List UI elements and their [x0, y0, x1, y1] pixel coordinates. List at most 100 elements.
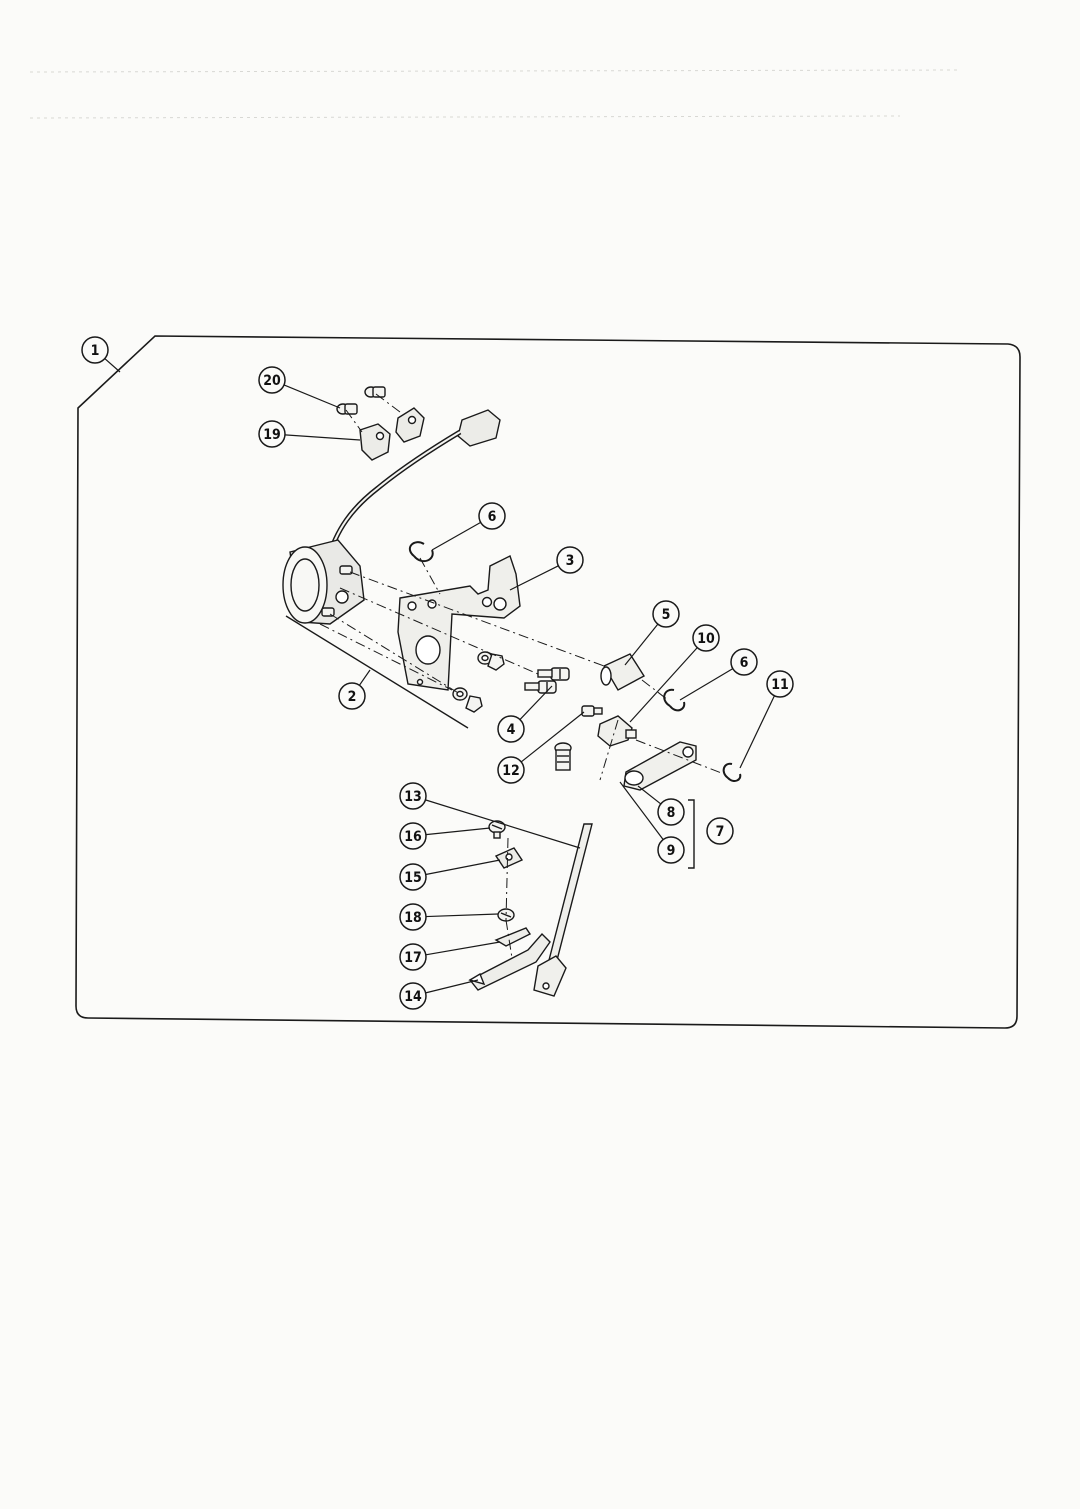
leader-line-c18 [425, 913, 499, 918]
callout-c12: 12 [497, 756, 525, 784]
callout-circle [399, 822, 427, 850]
callout-circle [258, 366, 286, 394]
socket-screw [554, 742, 572, 771]
leader-line-c20 [283, 384, 341, 409]
callout-circle [399, 943, 427, 971]
callout-circle [692, 624, 720, 652]
leader-line-c2 [358, 669, 371, 686]
callout-c16: 16 [399, 822, 427, 850]
assembly-frame [75, 335, 1021, 1029]
callout-number: 12 [502, 763, 520, 779]
leader-line-c16 [425, 827, 491, 836]
callout-number: 20 [263, 373, 281, 389]
callout-c20: 20 [258, 366, 286, 394]
leader-line-c14 [425, 979, 479, 994]
callout-circle [497, 756, 525, 784]
callout-c9: 9 [657, 836, 685, 864]
leader-line-c6b [679, 668, 734, 701]
callout-number: 6 [740, 655, 749, 671]
snap-ring-11 [722, 762, 742, 782]
callout-number: 8 [667, 805, 676, 821]
callout-c6a: 6 [478, 502, 506, 530]
callout-c2: 2 [338, 682, 366, 710]
callout-circle [657, 836, 685, 864]
leader-line-c13 [425, 799, 581, 849]
cable-clamp-right [395, 407, 425, 443]
leader-line-c3 [509, 565, 559, 591]
leader-lines [104, 358, 775, 994]
callout-number: 13 [404, 789, 422, 805]
mounting-bracket [397, 555, 521, 691]
callout-number: 9 [667, 843, 676, 859]
callout-circle [478, 502, 506, 530]
callout-number: 5 [662, 607, 671, 623]
callout-number: 4 [507, 722, 516, 738]
callout-circle [399, 782, 427, 810]
callout-number: 1 [91, 343, 100, 359]
sensor-motor [282, 539, 365, 625]
alignment-lines [319, 393, 725, 959]
callout-number: 11 [771, 677, 789, 693]
clamp-screw-right [364, 386, 386, 398]
callout-number: 10 [697, 631, 715, 647]
callout-circle [766, 670, 794, 698]
group-brackets [285, 615, 695, 869]
shaft-coupling [600, 653, 645, 691]
callout-c4: 4 [497, 715, 525, 743]
leader-line-c9 [619, 781, 664, 840]
callout-c11: 11 [766, 670, 794, 698]
set-screw [581, 705, 603, 717]
callout-c18: 18 [399, 903, 427, 931]
leader-line-c5 [624, 623, 659, 666]
leader-line-c17 [425, 941, 501, 956]
callout-number: 3 [566, 553, 575, 569]
snap-ring-upper [408, 541, 434, 563]
leader-line-c4 [519, 685, 553, 721]
callout-number: 18 [404, 910, 422, 926]
callout-c13: 13 [399, 782, 427, 810]
cable-clamp-left [359, 423, 391, 461]
callout-number: 19 [263, 427, 281, 443]
callout-circle [399, 863, 427, 891]
callout-c14: 14 [399, 982, 427, 1010]
guide-plate [494, 927, 532, 947]
callout-c15: 15 [399, 863, 427, 891]
thread-cutter [468, 932, 551, 991]
scan-artifacts [29, 69, 961, 119]
callout-circle [81, 336, 109, 364]
callout-c5: 5 [652, 600, 680, 628]
callout-circle [556, 546, 584, 574]
nut-upper [477, 651, 505, 671]
callout-circle [652, 600, 680, 628]
callout-circle [730, 648, 758, 676]
callout-c19: 19 [258, 420, 286, 448]
leader-line-c19 [284, 434, 361, 441]
callout-number: 14 [404, 989, 422, 1005]
callout-circle [399, 982, 427, 1010]
leader-line-c1 [104, 358, 121, 373]
connector-plug [457, 409, 501, 447]
callout-circle [657, 798, 685, 826]
crank-lever [623, 741, 697, 791]
leader-line-c10 [629, 647, 698, 723]
leader-line-c6a [431, 521, 481, 551]
snap-ring-lower [663, 688, 686, 712]
leader-line-c12 [520, 711, 585, 763]
callout-number: 6 [488, 509, 497, 525]
callout-number: 17 [404, 950, 422, 966]
clamp-screw-left [336, 403, 358, 415]
bracket-screw-upper [537, 667, 570, 681]
sensor-cable [325, 429, 462, 561]
callout-c3: 3 [556, 546, 584, 574]
screw-18 [497, 908, 515, 922]
callout-circle [706, 817, 734, 845]
leader-line-c15 [425, 859, 501, 876]
screw-16 [488, 820, 506, 839]
nut-lower [452, 687, 483, 713]
callout-c1: 1 [81, 336, 109, 364]
collar [597, 715, 637, 747]
callout-c10: 10 [692, 624, 720, 652]
nut-plate-15 [494, 847, 524, 869]
